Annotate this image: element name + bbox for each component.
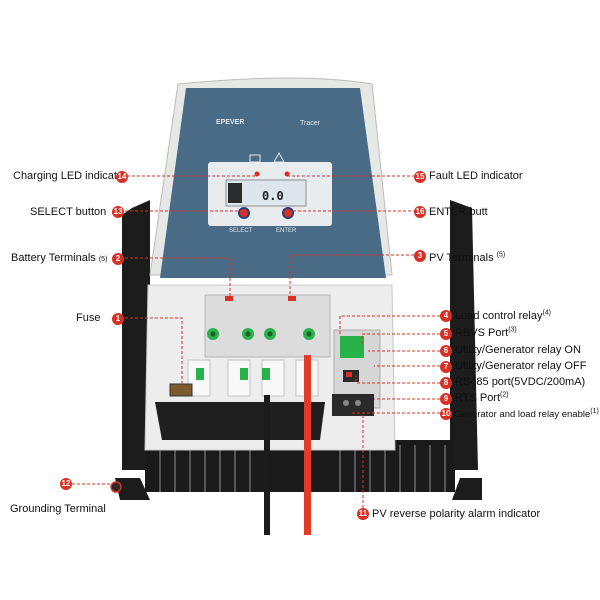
brand-text: EPEVER — [216, 119, 244, 126]
fault-led — [284, 171, 290, 177]
callout-badge-9: 9 — [440, 393, 452, 405]
battery-polarity-mark — [225, 296, 233, 301]
callout-label-7: Utility/Generator relay OFF — [455, 360, 587, 372]
callout-badge-2: 2 — [112, 253, 124, 265]
callout-label-3: PV Terminals (5) — [429, 251, 506, 264]
callout-badge-13: 13 — [112, 206, 124, 218]
fuse-shape — [169, 383, 193, 397]
callout-label-6: Utility/Generator relay ON — [455, 344, 581, 356]
callout-label-16: ENTER butt — [429, 206, 488, 218]
callout-label-8: RS485 port(5VDC/200mA) — [455, 376, 586, 388]
callout-badge-14: 14 — [116, 171, 128, 183]
terminal-screws — [207, 328, 315, 340]
select-caption: SELECT — [229, 228, 253, 234]
grounding-screw — [110, 481, 122, 493]
callout-label-15: Fault LED indicator — [429, 170, 523, 182]
battery-level-icon — [228, 183, 242, 203]
callout-badge-15: 15 — [414, 171, 426, 183]
enter-caption: ENTER — [276, 228, 297, 234]
callout-badge-10: 10 — [440, 408, 452, 420]
callout-badge-4: 4 — [440, 310, 452, 322]
callout-badge-6: 6 — [440, 345, 452, 357]
callout-label-13: SELECT button — [30, 206, 107, 218]
mounting-bracket — [122, 200, 150, 470]
callout-label-1: Fuse — [76, 312, 101, 324]
callout-badge-12: 12 — [60, 478, 72, 490]
relay-terminal-green — [340, 336, 364, 358]
callout-badge-7: 7 — [440, 361, 452, 373]
callout-label-10: Generator and load relay enable(1) — [454, 407, 599, 420]
callout-label-5: RBVS Port(3) — [455, 326, 517, 339]
rts-connector — [332, 394, 374, 416]
mounting-bracket-bottom — [115, 478, 150, 500]
callout-label-9: RTS Port(2) — [455, 391, 509, 404]
mounting-bracket-right — [450, 200, 478, 470]
callout-label-4: Load control relay(4) — [455, 309, 552, 322]
callout-label-2: Battery Terminals (5) — [11, 252, 108, 264]
lcd-readout: 0.0 — [262, 189, 284, 203]
pv-polarity-mark — [288, 296, 296, 301]
black-cable — [264, 395, 270, 535]
enter-button-shape — [282, 207, 294, 219]
mounting-bracket-bottom-right — [452, 478, 482, 500]
callout-label-14: Charging LED indicator — [13, 170, 127, 182]
terminal-block — [204, 294, 331, 358]
red-cable — [304, 355, 311, 535]
cable-clamp — [155, 402, 325, 440]
select-button-shape — [238, 207, 250, 219]
callout-badge-3: 3 — [414, 250, 426, 262]
charging-led — [254, 171, 260, 177]
callout-badge-5: 5 — [440, 328, 452, 340]
callout-label-12: Grounding Terminal — [10, 503, 106, 515]
callout-badge-1: 1 — [112, 313, 124, 325]
leader-lines — [72, 175, 440, 513]
callout-label-11: PV reverse polarity alarm indicator — [372, 508, 541, 520]
callout-badge-8: 8 — [440, 377, 452, 389]
callout-badge-11: 11 — [357, 508, 369, 520]
model-text: Tracer — [300, 120, 321, 127]
callout-badge-16: 16 — [414, 206, 426, 218]
